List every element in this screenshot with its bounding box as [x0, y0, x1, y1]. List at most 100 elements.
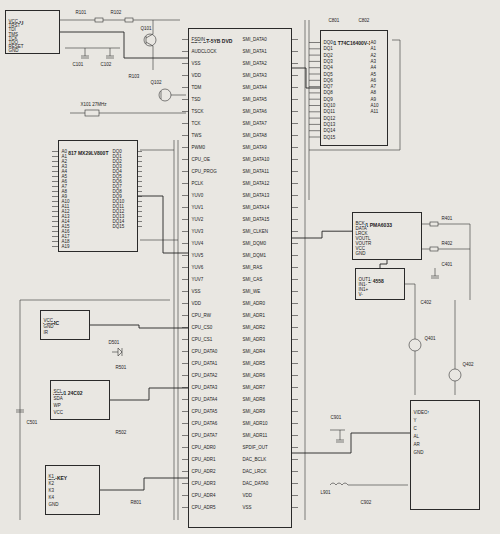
connector-header: CN-AV: [410, 400, 480, 510]
callout-number: R103: [128, 74, 140, 79]
pin-name: C: [413, 426, 417, 431]
pin-name: SMI_RAS: [242, 265, 263, 270]
callout-number: X101 27MHz: [80, 102, 107, 107]
pin-name: A0: [370, 40, 377, 45]
pin-name: CPU_DATA3: [191, 385, 218, 390]
pin-name: DQ10: [323, 103, 336, 108]
pin-name: CPU_CS0: [191, 325, 213, 330]
pin-name: A5: [370, 72, 377, 77]
pin-name: YUV7: [191, 277, 204, 282]
pin-name: SMI_DATA2: [242, 61, 267, 66]
pin-name: DQ5: [323, 72, 333, 77]
pin-name: GND: [413, 450, 424, 455]
callout-number: R401: [441, 216, 453, 221]
pin-name: VCC: [43, 318, 54, 323]
callout-number: R801: [130, 500, 142, 505]
pin-name: TSCK: [191, 109, 204, 114]
pin-name: SMI_WE: [242, 289, 261, 294]
pin-name: A11: [370, 109, 379, 114]
pin-name: VCC: [53, 410, 64, 415]
pin-name: A7: [370, 84, 377, 89]
pin-name: CPU_DATA1: [191, 361, 218, 366]
pin-name: CPU_CS1: [191, 337, 213, 342]
pin-name: SMI_DATA0: [242, 37, 267, 42]
pin-name: A9: [370, 97, 377, 102]
pin-name: SMI_DATA13: [242, 193, 270, 198]
pin-name: TWS: [191, 133, 202, 138]
pin-name: AR: [413, 442, 420, 447]
pin-name: SMI_DATA7: [242, 121, 267, 126]
pin-name: DQ6: [323, 78, 333, 83]
bus-wire: [110, 388, 188, 400]
pin-name: FSDIN: [191, 37, 206, 42]
pin-name: A3: [370, 59, 377, 64]
pin-name: TSD: [191, 97, 201, 102]
pin-name: SMI_DATA9: [242, 145, 267, 150]
callout-number: R102: [110, 10, 122, 15]
pin-name: SMI_ADR1: [242, 313, 266, 318]
callout-number: C402: [420, 300, 432, 305]
pin-name: SMI_DATA14: [242, 205, 270, 210]
pin-name: CPU_DATA5: [191, 409, 218, 414]
pin-name: SMI_CAS: [242, 277, 263, 282]
pin-name: K2: [48, 481, 55, 486]
callout-number: C101: [72, 62, 84, 67]
pin-name: CPU_DATA7: [191, 433, 218, 438]
callout-number: R101: [75, 10, 87, 15]
pin-name: DQ1: [323, 46, 333, 51]
pin-name: CPU_OE: [191, 157, 211, 162]
bus-wire: [90, 325, 188, 328]
pin-name: DQ14: [323, 128, 336, 133]
pin-name: IR: [43, 330, 49, 335]
bus-wire: [292, 68, 320, 88]
callout-number: R402: [441, 241, 453, 246]
pin-name: WP: [53, 403, 61, 408]
callout-number: R501: [115, 365, 127, 370]
pin-name: CPU_ADR1: [191, 457, 216, 462]
pin-name: TDM: [191, 85, 202, 90]
callout-number: R502: [115, 430, 127, 435]
pin-name: SDA: [53, 396, 63, 401]
bus-wire: [380, 260, 387, 268]
pin-name: A4: [370, 65, 377, 70]
pin-name: SCL: [53, 389, 63, 394]
pin-name: CPU_DATA2: [191, 373, 218, 378]
callout-number: C501: [26, 420, 38, 425]
pin-name: VSS: [191, 289, 201, 294]
pin-name: SMI_CLKEN: [242, 229, 269, 234]
callout-number: Q401: [424, 336, 436, 341]
pin-name: DQ2: [323, 53, 333, 58]
pin-name: SMI_ADR2: [242, 325, 266, 330]
pin-name: SMI_DQM1: [242, 253, 267, 258]
bus-wire: [60, 32, 188, 58]
pin-name: SMI_ADR7: [242, 385, 266, 390]
pin-name: SMI_ADR3: [242, 337, 266, 342]
pin-name: A6: [370, 78, 377, 83]
callout-number: C401: [441, 262, 453, 267]
pin-name: SMI_DATA4: [242, 85, 267, 90]
pin-name: SMI_DATA5: [242, 97, 267, 102]
pin-name: SMI_ADR5: [242, 361, 266, 366]
pin-name: AUDCLOCK: [191, 49, 217, 54]
pin-name: DQ11: [323, 109, 335, 114]
pin-name: AL: [413, 434, 420, 439]
pin-name: A2: [370, 53, 377, 58]
pin-name: YUV5: [191, 253, 204, 258]
callout-number: Q101: [140, 26, 152, 31]
callout-number: C102: [100, 62, 112, 67]
pin-name: CPU_RW: [191, 313, 211, 318]
pin-name: DQ8: [323, 90, 333, 95]
pin-name: CPU_DATA6: [191, 421, 218, 426]
pin-name: DQ0: [323, 40, 333, 45]
pin-name: VDD: [242, 493, 253, 498]
pin-name: TCK: [191, 121, 201, 126]
pin-name: SMI_ADR4: [242, 349, 266, 354]
pin-name: SMI_ADR8: [242, 397, 266, 402]
callout-number: C801: [328, 18, 340, 23]
callout-number: C901: [330, 415, 342, 420]
pin-name: GND: [48, 502, 59, 507]
pin-name: DQ12: [323, 116, 336, 121]
pin-name: VSS: [191, 61, 201, 66]
pin-name: CPU_ADR5: [191, 505, 216, 510]
